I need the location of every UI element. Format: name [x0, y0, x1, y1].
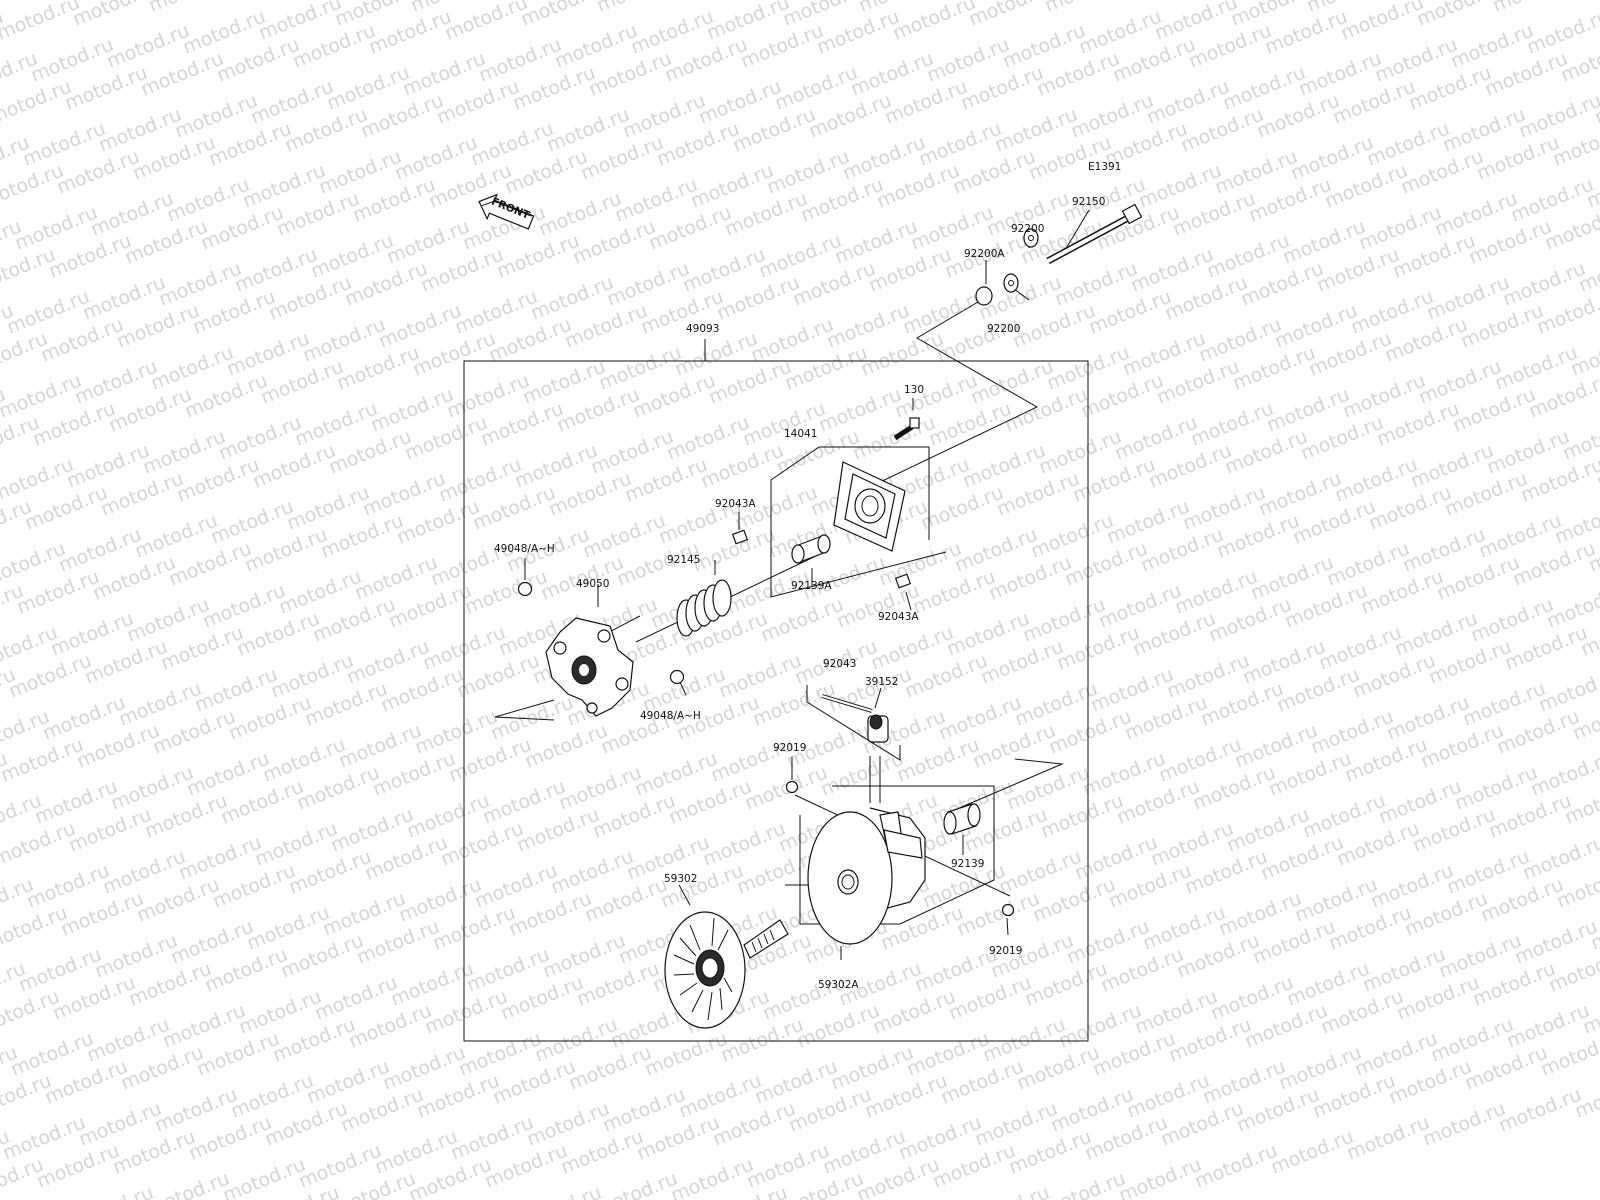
watermark-text: motod.ru [146, 0, 235, 17]
nut-49048-bottom-icon [669, 669, 685, 685]
nut-49048-top-icon [517, 581, 533, 597]
watermark-text: motod.ru [0, 0, 83, 45]
label-59302a: 59302A [818, 979, 859, 991]
assembly-frame [463, 360, 1089, 1042]
watermark-text: motod.ru [1496, 1084, 1585, 1137]
watermark-text: motod.ru [964, 1182, 1053, 1200]
washer-92200-top-icon [1023, 228, 1039, 248]
cover-14041-icon [833, 461, 906, 552]
front-arrow-icon [478, 193, 535, 230]
label-39152: 39152 [865, 676, 898, 688]
watermark-text: motod.ru [966, 0, 1055, 31]
nut-92019-top-icon [785, 780, 799, 794]
label-130: 130 [904, 384, 924, 396]
watermark-text: motod.ru [144, 1168, 233, 1200]
label-92043: 92043 [823, 658, 856, 670]
watermark-text: motod.ru [68, 1182, 157, 1200]
label-59302: 59302 [664, 873, 697, 885]
watermark-text: motod.ru [1118, 0, 1207, 3]
label-92043a-bottom: 92043A [878, 611, 919, 623]
nut-92019-bottom-icon [1001, 903, 1015, 917]
spring-92145-icon [676, 579, 732, 637]
watermark-text: motod.ru [222, 0, 311, 3]
pin-92043a-top-icon [731, 529, 749, 545]
bolt-130-icon [893, 417, 920, 441]
watermark-text: motod.ru [1520, 832, 1600, 885]
watermark-text: motod.ru [1414, 0, 1503, 31]
watermark-text: motod.ru [1116, 1154, 1205, 1200]
watermark-text: motod.ru [220, 1154, 309, 1200]
sheave-59302a-icon [807, 807, 926, 945]
roller-39152-icon [867, 714, 889, 743]
nut-92200a-icon [975, 286, 993, 306]
label-92019-bottom: 92019 [989, 945, 1022, 957]
watermark-text: motod.ru [670, 0, 759, 3]
label-92139: 92139 [951, 858, 984, 870]
watermark-text: motod.ru [1420, 1098, 1509, 1151]
pin-92043a-bottom-icon [894, 573, 912, 589]
label-92150: 92150 [1072, 196, 1105, 208]
sheave-59302-icon [664, 911, 789, 1029]
watermark-text: motod.ru [1042, 0, 1131, 17]
label-49048-bottom: 49048/A~H [640, 710, 701, 722]
label-14041: 14041 [784, 428, 817, 440]
watermark-text: motod.ru [1338, 0, 1427, 45]
label-92019-top: 92019 [773, 742, 806, 754]
label-92139a: 92139A [791, 580, 832, 592]
label-49050: 49050 [576, 578, 609, 590]
watermark-text: motod.ru [442, 0, 531, 45]
label-92200-top: 92200 [1011, 223, 1044, 235]
watermark-text: motod.ru [1344, 1112, 1433, 1165]
pin-92043-icon [821, 694, 873, 713]
spider-49050-icon [545, 617, 634, 717]
watermark-text: motod.ru [592, 1168, 681, 1200]
label-92145: 92145 [667, 554, 700, 566]
watermark-text: motod.ru [1192, 1140, 1281, 1193]
watermark-text: motod.ru [594, 0, 683, 17]
label-92200a: 92200A [964, 248, 1005, 260]
label-49048-top: 49048/A~H [494, 543, 555, 555]
bolt-92150-icon [1046, 203, 1143, 265]
washer-92200-bottom-icon [1003, 273, 1019, 293]
watermark-text: motod.ru [1268, 1126, 1357, 1179]
watermark-text: motod.ru [518, 0, 607, 31]
watermark-text: motod.ru [1566, 0, 1600, 3]
label-49093: 49093 [686, 323, 719, 335]
watermark-text: motod.ru [1040, 1168, 1129, 1200]
watermark-text: motod.ru [70, 0, 159, 31]
watermark-text: motod.ru [890, 0, 979, 45]
part-labels: 92150 92200 92200A 92200 49093 130 14041… [494, 196, 1105, 991]
watermark-text: motod.ru [1490, 0, 1579, 17]
bushing-92139-icon [943, 803, 981, 835]
label-92200-bottom: 92200 [987, 323, 1020, 335]
label-92043a-top: 92043A [715, 498, 756, 510]
watermark-text: motod.ru [516, 1182, 605, 1200]
diagram-code: E1391 [1088, 161, 1121, 173]
watermark-text: motod.ru [668, 1154, 757, 1200]
bushing-92139a-icon [791, 534, 831, 564]
